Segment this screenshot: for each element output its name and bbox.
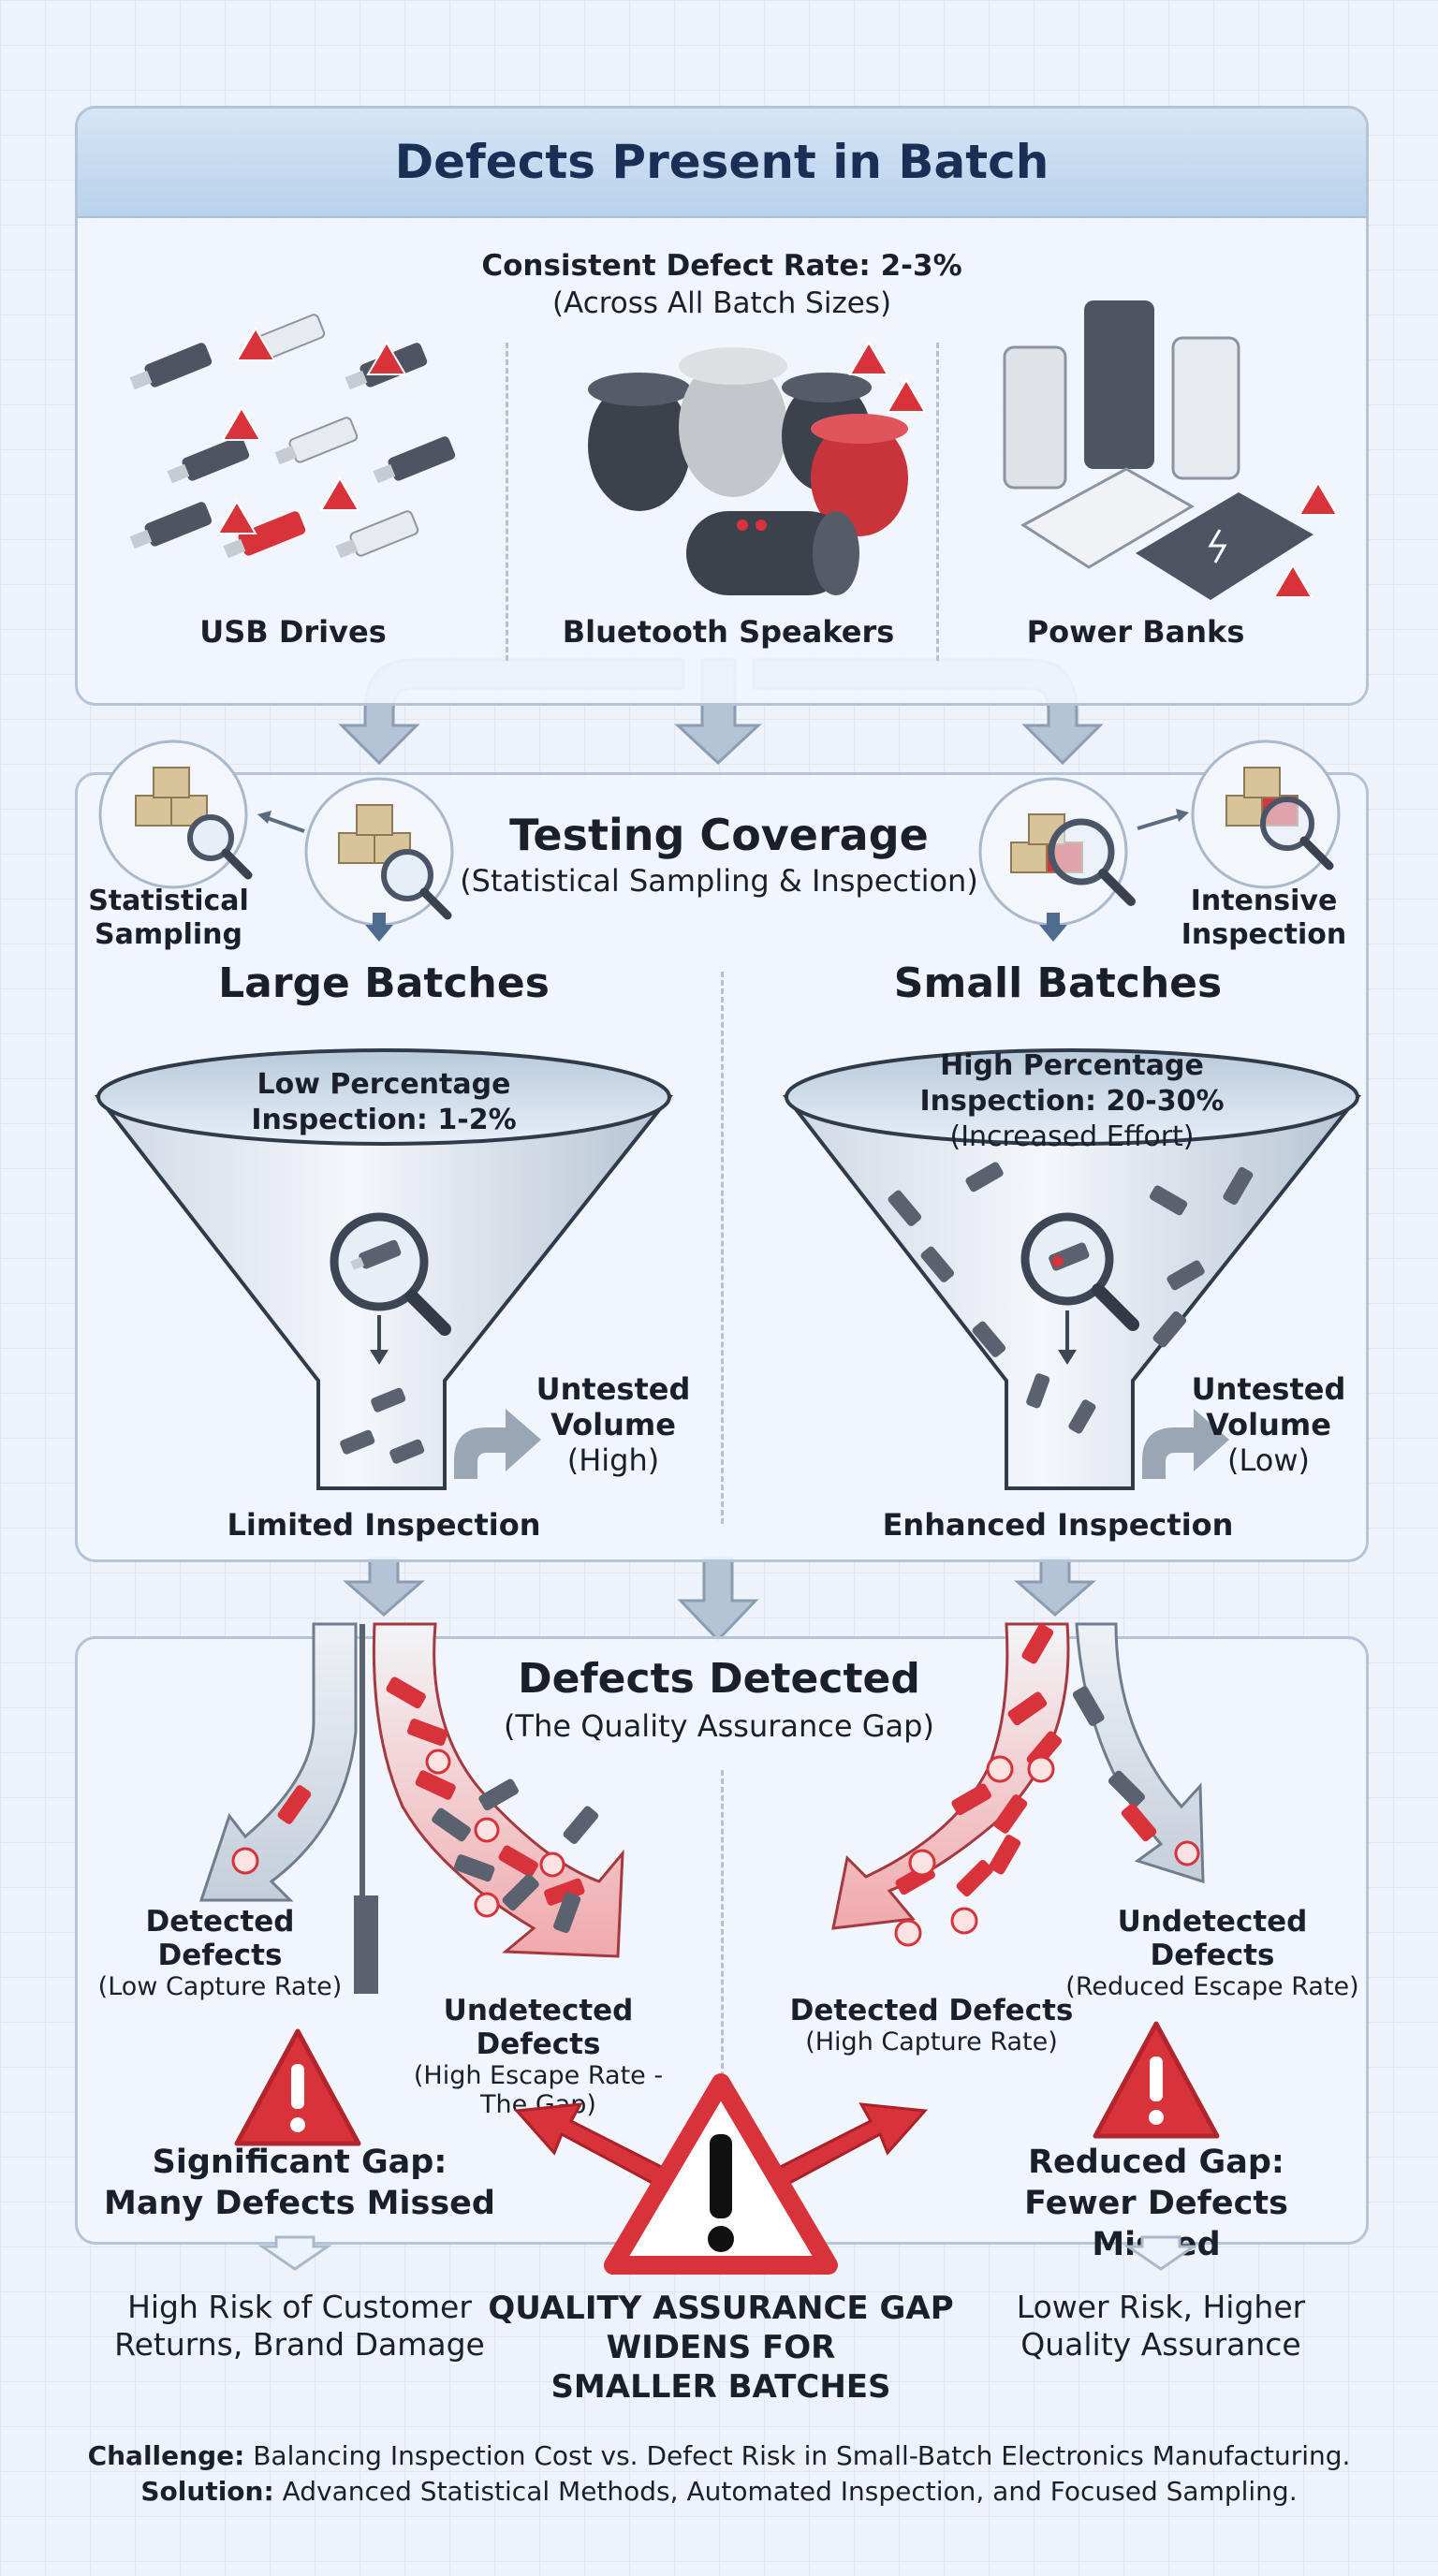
- small-batches-heading: Small Batches: [893, 959, 1223, 1007]
- right-outcome-line2: Quality Assurance: [1020, 2326, 1301, 2363]
- defects-present-header: [78, 109, 1366, 218]
- limited-inspection-caption: Limited Inspection: [227, 1507, 541, 1543]
- left-outcome-line2: Returns, Brand Damage: [114, 2326, 485, 2363]
- product-label-speakers: Bluetooth Speakers: [562, 614, 895, 650]
- product-divider: [506, 343, 508, 661]
- large-detected-note: (Low Capture Rate): [97, 1972, 343, 2001]
- large-untested-label: Untested Volume (High): [520, 1371, 707, 1478]
- small-untested-line1: Untested: [1191, 1371, 1346, 1407]
- qa-gap-warning-icon: [513, 2073, 929, 2275]
- defects-present-title: Defects Present in Batch: [394, 135, 1049, 189]
- reduced-gap-label: Reduced Gap: Fewer Defects Missed: [960, 2142, 1353, 2265]
- small-untested-label: Untested Volume (Low): [1175, 1371, 1362, 1478]
- significant-gap-label: Significant Gap: Many Defects Missed: [103, 2142, 496, 2224]
- testing-coverage-subtitle: (Statistical Sampling & Inspection): [460, 863, 978, 899]
- defect-rate-label: Consistent Defect Rate: 2-3%: [481, 249, 962, 283]
- product-label-usb: USB Drives: [199, 614, 387, 650]
- large-funnel-line1: Low Percentage: [257, 1068, 511, 1101]
- power-bank-icon: [1003, 300, 1339, 600]
- defect-rate-note: (Across All Batch Sizes): [551, 286, 892, 320]
- small-undetected-label: Undetected Defects (Reduced Escape Rate): [1058, 1905, 1367, 2001]
- large-batch-funnel: [94, 1048, 674, 1490]
- significant-gap-line1: Significant Gap:: [152, 2144, 448, 2181]
- bluetooth-speaker-icon: [588, 341, 927, 595]
- defect-streams: [198, 1622, 1220, 2146]
- enhanced-inspection-caption: Enhanced Inspection: [882, 1507, 1234, 1543]
- large-batches-heading: Large Batches: [218, 959, 550, 1007]
- defects-present-panel: Defects Present in Batch Consistent Defe…: [75, 106, 1369, 706]
- large-undetected-label: Undetected Defects (High Escape Rate - T…: [389, 1994, 688, 2119]
- qa-gap-line1: QUALITY ASSURANCE GAP: [488, 2290, 954, 2327]
- defects-detected-title: Defects Detected: [518, 1655, 920, 1703]
- statistical-sampling-label: Statistical Sampling: [75, 885, 262, 952]
- statistical-sampling-icons: [98, 739, 454, 942]
- challenge-label: Challenge:: [87, 2440, 245, 2471]
- qa-gap-message: QUALITY ASSURANCE GAP WIDENS FOR SMALLER…: [468, 2289, 974, 2407]
- product-divider: [936, 343, 939, 661]
- statistical-sampling-line2: Sampling: [95, 918, 242, 951]
- large-detected-title: Detected Defects: [145, 1905, 295, 1972]
- large-untested-line3: (High): [566, 1442, 660, 1478]
- mid-arrows: [343, 1557, 1096, 1643]
- large-undetected-note1: (High Escape Rate -: [413, 2061, 664, 2090]
- usb-drive-icon: [129, 314, 456, 559]
- small-detected-title: Detected Defects: [789, 1994, 1074, 2027]
- small-untested-line3: (Low): [1227, 1442, 1310, 1478]
- small-undetected-title: Undetected Defects: [1117, 1905, 1308, 1972]
- large-untested-line2: Volume: [550, 1407, 676, 1442]
- solution-label: Solution:: [140, 2476, 274, 2507]
- testing-coverage-title: Testing Coverage: [509, 810, 929, 860]
- solution-text: Advanced Statistical Methods, Automated …: [273, 2476, 1298, 2507]
- small-detected-note: (High Capture Rate): [805, 2027, 1058, 2056]
- small-detected-label: Detected Defects (High Capture Rate): [782, 1994, 1081, 2056]
- right-outcome: Lower Risk, Higher Quality Assurance: [946, 2289, 1376, 2364]
- significant-gap-line2: Many Defects Missed: [104, 2185, 495, 2222]
- statistical-sampling-line1: Statistical: [88, 885, 249, 917]
- reduced-gap-line2: Fewer Defects Missed: [1024, 2185, 1288, 2263]
- large-detected-label: Detected Defects (Low Capture Rate): [84, 1905, 356, 2001]
- small-funnel-label: High Percentage Inspection: 20-30% (Incr…: [885, 1048, 1259, 1155]
- intensive-inspection-icons: [978, 739, 1341, 942]
- left-outcome: High Risk of Customer Returns, Brand Dam…: [84, 2289, 515, 2364]
- intensive-inspection-line2: Inspection: [1181, 918, 1347, 951]
- left-outcome-line1: High Risk of Customer: [127, 2289, 472, 2325]
- product-label-powerbanks: Power Banks: [1026, 614, 1245, 650]
- small-batch-funnel: [782, 1048, 1362, 1490]
- qa-gap-line3: SMALLER BATCHES: [550, 2368, 891, 2406]
- intensive-inspection-label: Intensive Inspection: [1170, 885, 1357, 952]
- large-untested-line1: Untested: [536, 1371, 691, 1407]
- qa-gap-line2: WIDENS FOR: [606, 2329, 836, 2366]
- small-untested-line2: Volume: [1206, 1407, 1331, 1442]
- gap-divider: [721, 1770, 724, 2219]
- footer: Challenge: Balancing Inspection Cost vs.…: [37, 2438, 1401, 2510]
- defects-detected-subtitle: (The Quality Assurance Gap): [504, 1708, 934, 1744]
- outcome-arrows: [257, 2235, 1198, 2271]
- reduced-gap-line1: Reduced Gap:: [1028, 2144, 1284, 2181]
- large-undetected-title: Undetected Defects: [443, 1994, 634, 2061]
- small-funnel-line3: (Increased Effort): [949, 1120, 1195, 1153]
- intensive-inspection-line1: Intensive: [1190, 885, 1338, 917]
- small-undetected-note: (Reduced Escape Rate): [1065, 1972, 1359, 2001]
- large-funnel-label: Low Percentage Inspection: 1-2%: [220, 1067, 548, 1138]
- right-outcome-line1: Lower Risk, Higher: [1016, 2289, 1306, 2325]
- batch-divider: [721, 972, 724, 1524]
- large-funnel-line2: Inspection: 1-2%: [251, 1104, 517, 1136]
- challenge-text: Balancing Inspection Cost vs. Defect Ris…: [244, 2440, 1351, 2471]
- solution-line: Solution: Advanced Statistical Methods, …: [37, 2474, 1401, 2510]
- small-funnel-line1: High Percentage: [940, 1049, 1204, 1082]
- challenge-line: Challenge: Balancing Inspection Cost vs.…: [37, 2438, 1401, 2474]
- small-funnel-line2: Inspection: 20-30%: [919, 1085, 1225, 1118]
